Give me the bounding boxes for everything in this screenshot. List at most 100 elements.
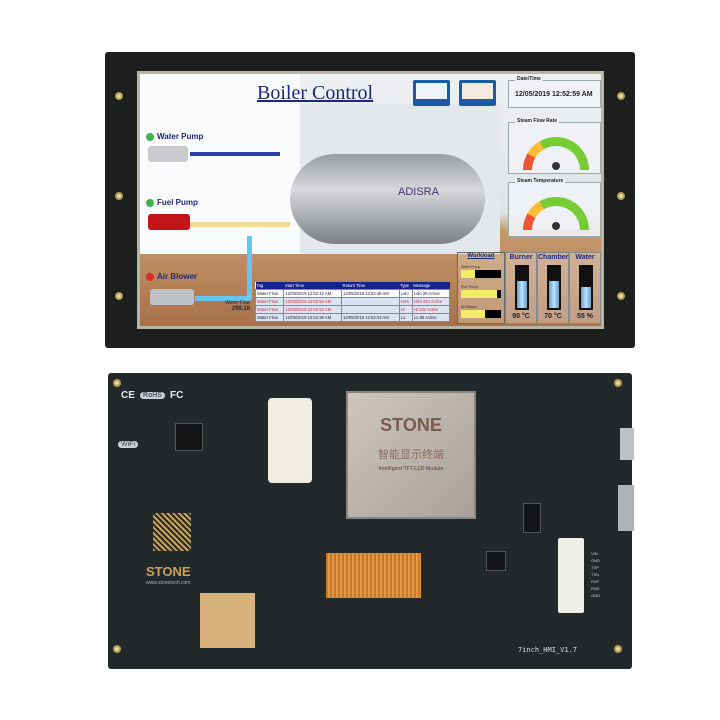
mount-hole	[115, 292, 123, 300]
air-pipe	[247, 236, 252, 300]
board-brand: STONE	[146, 564, 191, 579]
pin-labels: VIN GND TXP TXN RXP RXN GND	[591, 551, 600, 598]
mount-hole	[115, 92, 123, 100]
cell: Water Flow	[254, 305, 285, 314]
tank-value: 70 °C	[544, 313, 562, 320]
mount-hole	[113, 379, 121, 387]
cell: 12/05/2019 12:52:43 AM	[341, 313, 400, 322]
fuel-pipe	[190, 222, 290, 227]
cell: Lolo	[398, 289, 413, 298]
cell	[341, 297, 400, 306]
cell: HiHi	[398, 297, 413, 306]
overview-screen-button[interactable]	[413, 80, 450, 106]
workload-panel: Workload Water Pump Fuel Pump Air Blower	[457, 252, 505, 324]
gauge-label: Steam Flow Rate	[515, 118, 560, 124]
usb-port[interactable]	[620, 428, 634, 460]
ic-chip	[523, 503, 541, 533]
status-led-icon	[146, 198, 154, 207]
pin-label: GND	[591, 558, 600, 563]
status-led-icon	[146, 272, 154, 281]
pin-label: TXP	[591, 565, 599, 570]
bar-fill	[461, 290, 497, 298]
cell: Hi	[398, 305, 413, 314]
fpc-connector[interactable]	[326, 553, 421, 598]
uart-connector[interactable]	[558, 538, 584, 613]
tank-value: 90 °C	[512, 313, 530, 320]
chamber-tank: Chamber 70 °C	[537, 252, 569, 324]
gauge-needle	[552, 222, 560, 230]
pin-label: TXN	[591, 572, 599, 577]
cell: Lo 80 Active	[411, 313, 451, 322]
workload-bar	[461, 270, 501, 278]
water-flow-value: 299.18	[231, 306, 251, 312]
tank-fill	[581, 287, 591, 308]
status-led-icon	[146, 132, 154, 141]
water-flow-readout: Water Flow 299.18	[225, 300, 250, 312]
cell: 12/05/2019 12:52:39 AM	[283, 313, 343, 322]
mount-hole	[614, 379, 622, 387]
workload-bar-label: Fuel Pump	[461, 285, 478, 289]
mount-hole	[614, 645, 622, 653]
fc-mark: FC	[169, 390, 184, 401]
air-blower-status[interactable]: Air Blower	[146, 272, 197, 281]
alarm-table[interactable]: Tag Start Time Return Time Type Message …	[254, 282, 451, 322]
wifi-chip	[175, 423, 203, 451]
column-header: Start Time	[283, 282, 342, 290]
fuel-pump-image	[148, 214, 190, 230]
wifi-mark: WiFi	[118, 441, 138, 448]
mount-hole	[113, 645, 121, 653]
pump-label: Air Blower	[157, 272, 198, 281]
cell: Lo	[398, 313, 413, 322]
fuel-pump-status[interactable]: Fuel Pump	[146, 198, 198, 207]
ce-mark: CE	[121, 390, 135, 401]
water-pump-status[interactable]: Water Pump	[146, 132, 203, 141]
hmi-screen[interactable]: Boiler Control Date/Time 12/05/2019 12:5…	[137, 71, 604, 329]
module-chinese-label: 智能显示终端	[378, 448, 444, 461]
module-brand: STONE	[380, 415, 442, 435]
bar-fill	[461, 270, 475, 278]
workload-bar	[461, 310, 501, 318]
cell: Water Flow	[254, 289, 285, 298]
cell: Hi 102 Active	[411, 305, 451, 314]
cell: 12/05/2019 12:52:56 AM	[283, 297, 343, 306]
pcb-back: CE RoHS FC WiFi STONE 智能显示终端 Intelligent…	[108, 373, 634, 669]
tank-fill	[517, 280, 527, 308]
tank-value: 55 %	[577, 313, 593, 320]
cell: 12/05/2019 12:52:52 AM	[283, 305, 343, 314]
gauge-label: Steam Temperature	[515, 178, 566, 184]
pin-label: VIN	[591, 551, 598, 556]
cell: Water Flow	[254, 297, 285, 306]
datetime-panel: Date/Time 12/05/2019 12:52:59 AM	[508, 76, 601, 108]
core-module: STONE 智能显示终端 Intelligent TFT-LCD Module	[346, 391, 476, 519]
settings-screen-button[interactable]	[459, 80, 496, 106]
air-blower-image	[150, 289, 194, 305]
pump-label: Fuel Pump	[157, 198, 198, 207]
tank-level	[547, 265, 561, 310]
water-tank: Water 55 %	[569, 252, 601, 324]
cell	[341, 305, 400, 314]
certification-marks: CE RoHS FC	[121, 390, 183, 401]
cell: HiHi 220 Active	[411, 297, 451, 306]
mount-hole	[617, 92, 625, 100]
qr-code	[153, 513, 191, 551]
tank-label: Chamber	[538, 254, 569, 261]
mount-hole	[617, 292, 625, 300]
tank-fill	[549, 280, 559, 308]
tank-label: Burner	[509, 254, 533, 261]
workload-bar-label: Air Blower	[461, 305, 477, 309]
tank-level	[515, 265, 529, 310]
pin-label: RXN	[591, 586, 600, 591]
cell: Lolo 20 Active	[411, 289, 451, 298]
pin-label: GND	[591, 593, 600, 598]
pin-label: RXP	[591, 579, 600, 584]
workload-bar-label: Water Pump	[461, 265, 481, 269]
tank-label: Water	[575, 254, 595, 261]
gauge-needle	[552, 162, 560, 170]
workload-bar	[461, 290, 501, 298]
sd-card-slot[interactable]	[618, 485, 634, 531]
air-pipe	[195, 296, 250, 301]
